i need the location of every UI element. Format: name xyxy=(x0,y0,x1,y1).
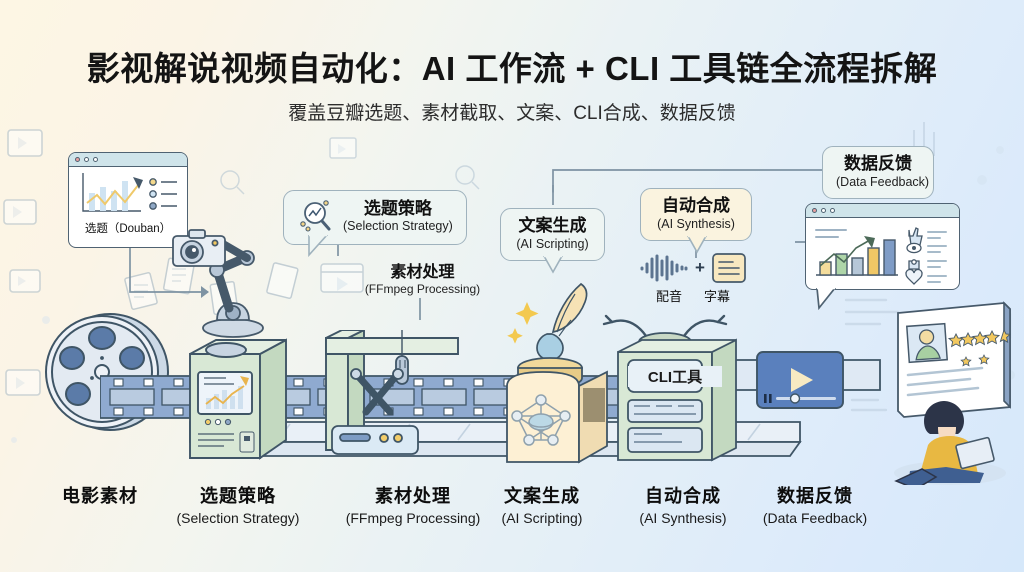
window-maximize-dot xyxy=(830,208,835,213)
source-window-label: 选题（Douban） xyxy=(84,223,172,235)
callout-subtitle: (AI Scripting) xyxy=(516,236,589,251)
deco-clapboard-icon xyxy=(320,263,364,293)
machine-ai-scripting xyxy=(506,282,608,464)
callout-subtitle: (Data Feedback) xyxy=(836,174,930,189)
callout-subtitle: (FFmpeg Processing) xyxy=(364,282,481,296)
callout-title: 文案生成 xyxy=(518,216,587,235)
cli-screen-label-text: CLI工具 xyxy=(628,366,722,387)
video-player[interactable] xyxy=(755,350,845,422)
step-title: 素材处理 xyxy=(375,486,451,506)
step-label-material-processing: 素材处理 (FFmpeg Processing) xyxy=(318,482,508,526)
step-label-data-feedback: 数据反馈 (Data Feedback) xyxy=(720,482,910,526)
deco-paper-icons xyxy=(124,257,299,316)
pause-bars-icon xyxy=(764,394,772,403)
subtitle-label: 字幕 xyxy=(704,289,731,304)
play-triangle-icon xyxy=(791,368,813,392)
callout-subtitle: (AI Synthesis) xyxy=(657,216,735,231)
step-title: 数据反馈 xyxy=(777,486,853,506)
step-subtitle: (Data Feedback) xyxy=(762,510,868,526)
deco-film-icons-left xyxy=(3,129,50,443)
window-maximize-dot xyxy=(93,157,98,162)
step-title: 自动合成 xyxy=(645,486,721,506)
step-label-selection-strategy: 选题策略 (Selection Strategy) xyxy=(143,482,333,526)
step-label-film-material: 电影素材 xyxy=(5,482,195,510)
dashboard-window[interactable] xyxy=(805,203,960,290)
window-minimize-dot xyxy=(821,208,826,213)
bubble-tail xyxy=(687,236,707,254)
step-subtitle: (AI Scripting) xyxy=(501,510,583,526)
plus-symbol: + xyxy=(695,258,705,277)
callout-title: 选题策略 xyxy=(363,198,432,218)
step-title: 选题策略 xyxy=(200,486,276,506)
callout-ai-synthesis[interactable]: 自动合成 (AI Synthesis) xyxy=(640,188,752,254)
window-titlebar xyxy=(69,153,187,167)
window-close-dot xyxy=(812,208,817,213)
callout-title: 素材处理 xyxy=(390,264,455,281)
machine-ffmpeg-gantry xyxy=(325,330,459,455)
robot-arm-camera xyxy=(172,229,264,338)
subtitle-document-icon xyxy=(712,253,746,283)
callout-subtitle: (Selection Strategy) xyxy=(343,219,453,234)
audio-waveform-icon xyxy=(640,254,688,282)
callout-selection-strategy[interactable]: 选题策略 (Selection Strategy) xyxy=(283,190,467,257)
magnifier-chart-icon xyxy=(300,200,331,232)
window-close-dot xyxy=(75,157,80,162)
step-subtitle: (FFmpeg Processing) xyxy=(345,510,481,526)
callout-ai-scripting[interactable]: 文案生成 (AI Scripting) xyxy=(500,208,605,274)
dashboard-bubble-tail xyxy=(816,288,837,310)
step-subtitle: (AI Synthesis) xyxy=(639,510,727,526)
step-label-ai-scripting: 文案生成 (AI Scripting) xyxy=(447,482,637,526)
page-subtitle: 覆盖豆瓣选题、素材截取、文案、CLI合成、数据反馈 xyxy=(288,103,736,124)
voiceover-label: 配音 xyxy=(655,289,682,304)
bubble-tail xyxy=(543,256,563,274)
window-titlebar xyxy=(806,204,959,218)
step-title: 电影素材 xyxy=(62,486,138,506)
review-card-and-person xyxy=(894,301,1012,485)
step-title: 文案生成 xyxy=(504,486,580,506)
callout-title: 自动合成 xyxy=(662,196,730,215)
synthesis-parts-group: + 配音 字幕 xyxy=(628,252,758,305)
callout-title: 数据反馈 xyxy=(844,154,912,173)
line-chart-up-icon xyxy=(82,173,177,212)
deco-dots-top-right xyxy=(913,122,1004,185)
callout-material-processing: 素材处理 (FFmpeg Processing) xyxy=(355,258,490,296)
step-label-ai-synthesis: 自动合成 (AI Synthesis) xyxy=(588,482,778,526)
step-subtitle: (Selection Strategy) xyxy=(176,510,300,526)
bubble-tail xyxy=(308,235,329,257)
source-window-douban[interactable]: 选题（Douban） xyxy=(68,152,188,248)
bar-chart-up-icon xyxy=(815,227,947,285)
deco-sparkle-icons-top xyxy=(220,137,480,195)
star-rating xyxy=(947,328,1012,348)
machine-cli-tools: CLI工具 xyxy=(602,314,737,462)
callout-data-feedback[interactable]: 数据反馈 (Data Feedback) xyxy=(822,146,934,200)
machine-selection-strategy xyxy=(189,338,287,460)
page-title: 影视解说视频自动化：AI 工作流 + CLI 工具链全流程拆解 xyxy=(86,50,938,87)
window-minimize-dot xyxy=(84,157,89,162)
